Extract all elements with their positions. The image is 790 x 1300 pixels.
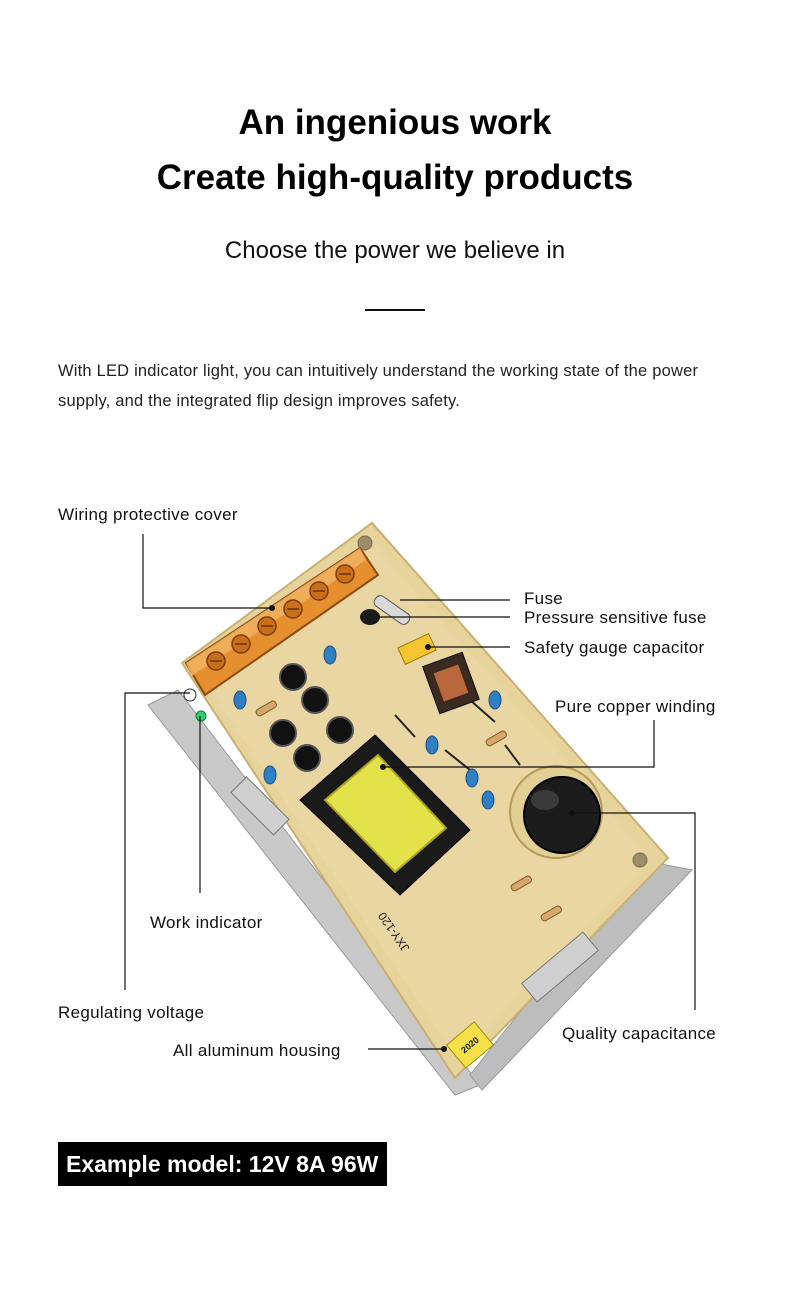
description-text: With LED indicator light, you can intuit… <box>58 362 699 410</box>
label-work-indicator: Work indicator <box>150 913 263 932</box>
voltage-pot <box>183 688 197 702</box>
label-copper-winding: Pure copper winding <box>555 697 716 716</box>
heatsink-left <box>230 776 290 836</box>
terminal-cover <box>184 546 380 697</box>
label-pressure-fuse: Pressure sensitive fuse <box>524 608 707 627</box>
label-quality-capacitance: Quality capacitance <box>562 1024 717 1043</box>
varistor <box>360 609 380 625</box>
leader-quality-capacitance <box>572 812 696 1010</box>
heatsink-right <box>520 931 600 1003</box>
subtitle: Choose the power we believe in <box>224 237 566 264</box>
title-line-2: Create high-quality products <box>156 158 634 197</box>
leader-wiring-cover <box>142 534 272 609</box>
divider <box>365 309 425 311</box>
model-badge: Example model: 12V 8A 96W <box>58 1142 388 1186</box>
safety-capacitor <box>397 632 437 666</box>
leader-lines <box>124 534 696 1050</box>
leader-copper-winding <box>383 720 655 768</box>
label-wiring-cover: Wiring protective cover <box>58 505 238 524</box>
mount-hole-top <box>357 535 373 551</box>
title-line-1: An ingenious work <box>238 103 552 142</box>
leader-regulating-voltage <box>124 692 190 990</box>
main-capacitor <box>523 776 601 854</box>
electrolytic-caps <box>269 663 354 772</box>
blue-capacitors <box>233 645 502 810</box>
transformer-core <box>323 753 448 874</box>
label-aluminum-housing: All aluminum housing <box>173 1041 341 1060</box>
mount-hole-right <box>632 852 648 868</box>
resistors <box>255 700 562 922</box>
label-fuse: Fuse <box>524 589 563 608</box>
label-regulating-voltage: Regulating voltage <box>58 1003 205 1022</box>
label-safety-capacitor: Safety gauge capacitor <box>524 638 705 657</box>
date-sticker <box>445 1021 495 1069</box>
work-led <box>195 710 207 722</box>
